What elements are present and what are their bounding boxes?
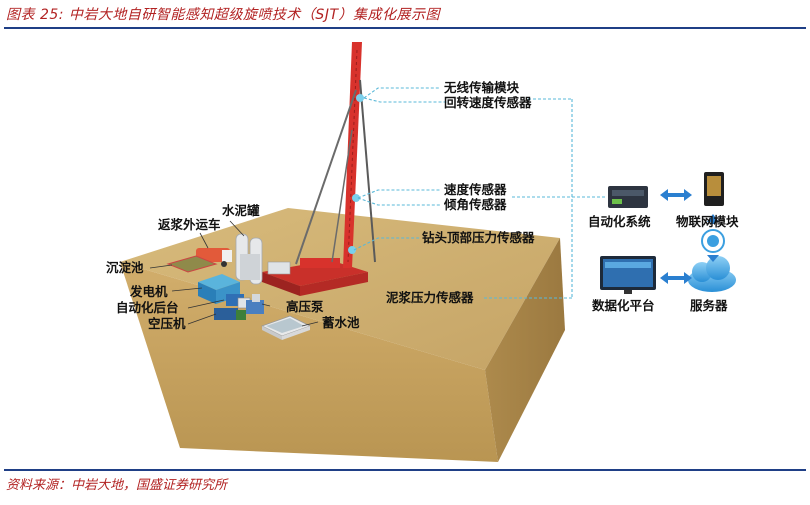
- arrow-platform-server-icon: [660, 272, 692, 284]
- rig-base: [262, 260, 368, 286]
- ground-block: [120, 208, 565, 462]
- rig-stay: [359, 79, 376, 263]
- generator-set: [198, 274, 251, 309]
- label-wireless-module: 无线传输模块: [443, 80, 520, 95]
- label-automation-system: 自动化系统: [588, 214, 651, 229]
- label-cement-tank: 水泥罐: [222, 203, 260, 218]
- label-drill-head-pressure-sensor: 钻头顶部压力传感器: [422, 230, 535, 245]
- source-rule: [4, 469, 806, 471]
- sensor-dot-low: [348, 246, 356, 254]
- label-iot-module: 物联网模块: [676, 214, 739, 229]
- label-inclination-sensor: 倾角传感器: [443, 197, 507, 212]
- air-compressor: [214, 308, 246, 320]
- drilling-rig: [262, 42, 376, 296]
- cement-tanks: [235, 233, 263, 285]
- label-rotation-speed-sensor: 回转速度传感器: [444, 95, 532, 110]
- arrow-iot-vertical-icon: [707, 214, 719, 262]
- settling-tank: [166, 255, 218, 273]
- label-generator: 发电机: [129, 284, 168, 299]
- figure-title: 图表 25: 中岩大地自研智能感知超级旋喷技术（SJT）集成化展示图: [6, 7, 440, 23]
- label-slurry-pressure-sensor: 泥浆压力传感器: [386, 290, 474, 305]
- ground-top: [120, 208, 560, 370]
- source-note: 资料来源：中岩大地，国盛证券研究所: [6, 478, 228, 493]
- label-server: 服务器: [690, 298, 728, 313]
- label-automation-console: 自动化后台: [116, 300, 179, 315]
- iot-module-device: [704, 172, 724, 206]
- high-pressure-pump: [246, 294, 264, 314]
- arrow-automation-iot-icon: [660, 189, 692, 201]
- sensor-dot-mid: [352, 194, 360, 202]
- link-arrows: [660, 189, 719, 284]
- wireless-signal-icon: [701, 229, 725, 253]
- label-data-platform: 数据化平台: [591, 298, 655, 313]
- sensor-dot-top: [356, 94, 364, 102]
- rig-cab: [267, 261, 291, 275]
- label-water-tank: 蓄水池: [322, 315, 360, 330]
- automation-system-device: [608, 186, 648, 208]
- sensor-connectors: [353, 87, 606, 299]
- water-tank: [260, 315, 312, 340]
- label-air-compressor: 空压机: [148, 316, 186, 331]
- site-leaders: [149, 220, 319, 327]
- label-settling-tank: 沉淀池: [106, 260, 144, 275]
- data-platform-monitor: [600, 256, 656, 294]
- title-rule: [4, 27, 806, 29]
- label-speed-sensor: 速度传感器: [444, 182, 507, 197]
- label-high-pressure-pump: 高压泵: [286, 299, 324, 314]
- ground-side: [485, 238, 565, 462]
- server-cloud-icon: [688, 256, 736, 292]
- label-slurry-truck: 返浆外运车: [158, 217, 221, 232]
